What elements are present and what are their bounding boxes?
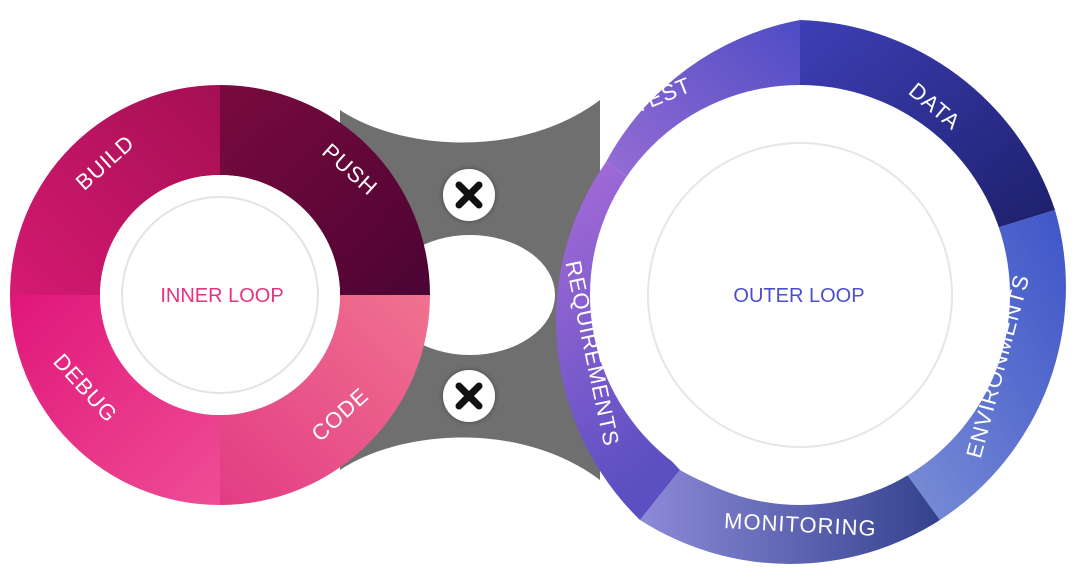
inner-segment-code [220,295,430,505]
close-icon [455,181,483,209]
outer-segment-data [800,20,1055,230]
close-icon [455,382,483,410]
inner-segment-debug [10,295,220,505]
outer-loop-center-ring [647,142,953,448]
outer-loop-center [590,85,1010,505]
inner-loop-center-ring [121,196,319,394]
outer-loop-title: OUTER LOOP [733,285,864,307]
inner-loop-title: INNER LOOP [160,285,283,307]
inner-loop-ring [10,85,430,505]
outer-loop-ring [556,20,1066,564]
inner-segment-build [10,85,220,295]
inner-loop-center [100,175,340,415]
inner-segment-push [220,85,430,295]
